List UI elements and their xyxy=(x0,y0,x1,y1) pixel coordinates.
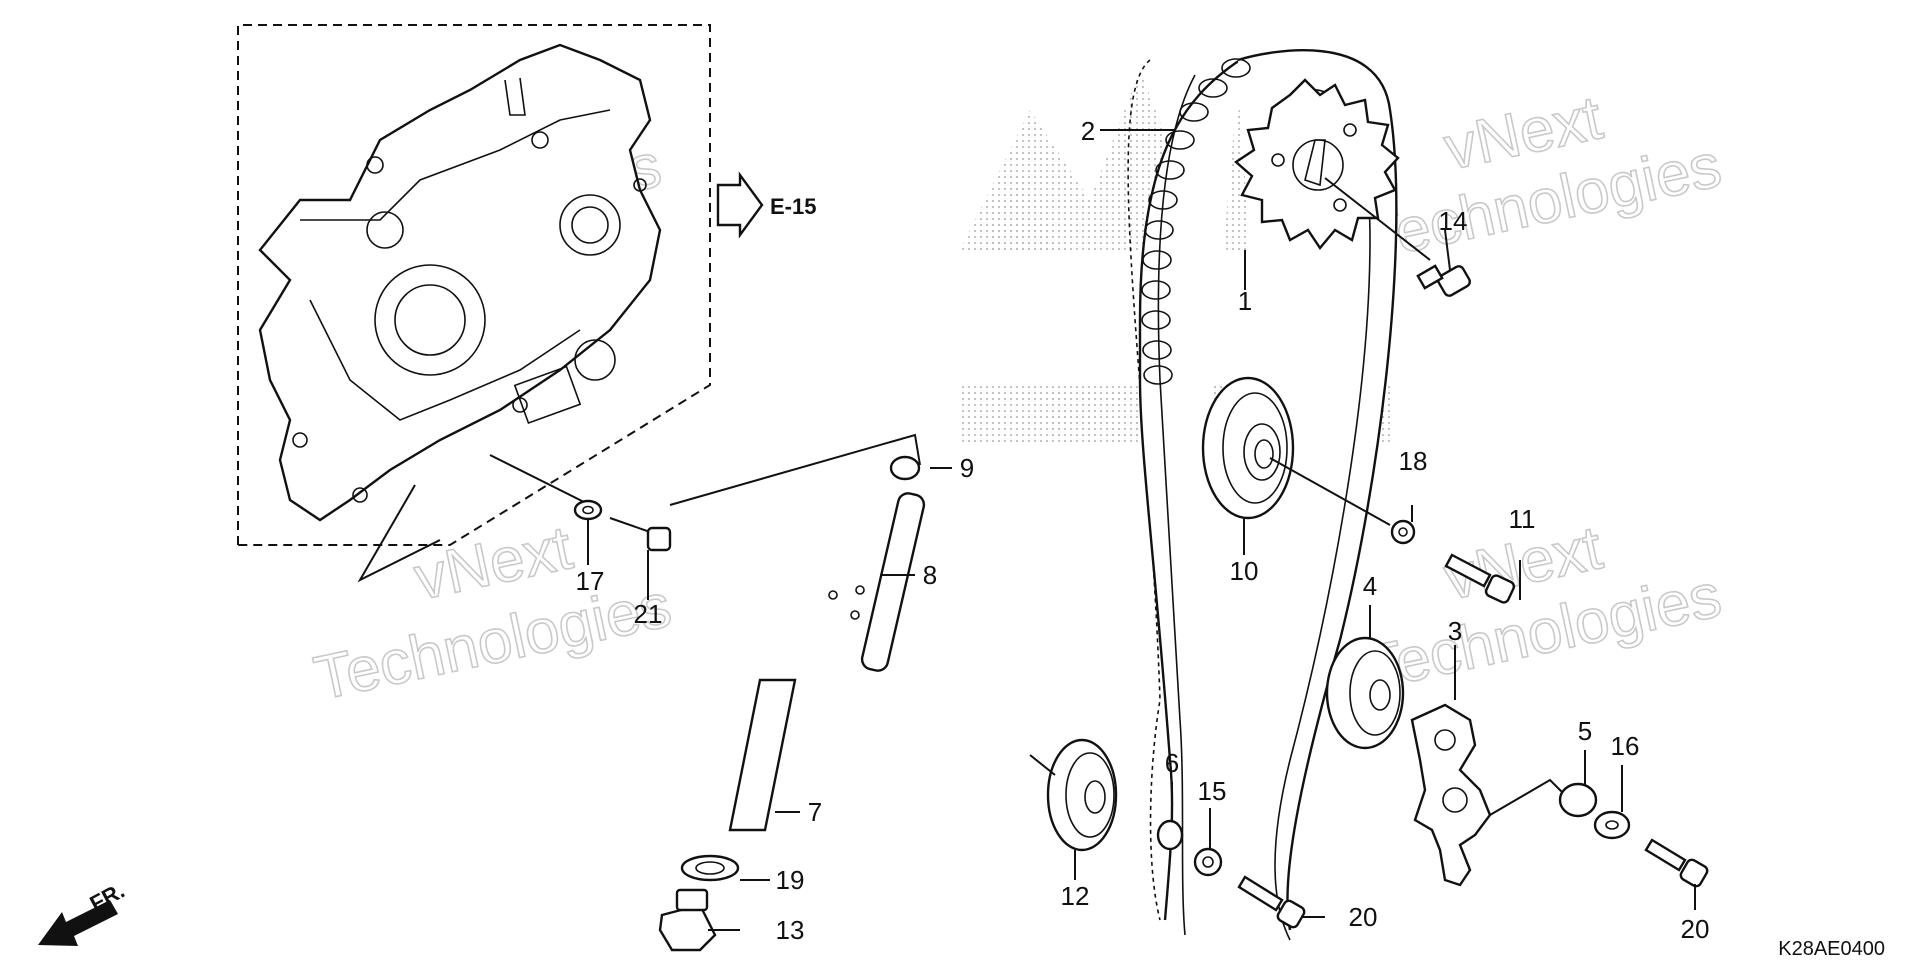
drawing-code: K28AE0400 xyxy=(1778,938,1885,960)
callout-2[interactable]: 2 xyxy=(1081,116,1095,146)
leader-lines xyxy=(708,129,1246,931)
part-5-16-20 xyxy=(1558,750,1709,910)
part-6-15-20 xyxy=(1156,782,1325,929)
callout-5[interactable]: 5 xyxy=(1578,716,1592,746)
callout-6[interactable]: 6 xyxy=(1165,748,1179,778)
crankcase xyxy=(237,24,711,583)
callout-3[interactable]: 3 xyxy=(1448,616,1462,646)
callout-17[interactable]: 17 xyxy=(576,566,605,596)
callout-16[interactable]: 16 xyxy=(1611,731,1640,761)
callout-4[interactable]: 4 xyxy=(1363,571,1377,601)
tensioner-slipper xyxy=(1410,645,1566,887)
callout-1[interactable]: 1 xyxy=(1238,286,1252,316)
leader-line xyxy=(669,433,921,506)
part-17-21 xyxy=(573,499,672,600)
front-indicator: FR. xyxy=(38,878,129,946)
callout-11[interactable]: 11 xyxy=(1509,504,1536,534)
callout-14[interactable]: 14 xyxy=(1439,206,1468,236)
cam-chain xyxy=(1127,49,1398,941)
section-ref-label[interactable]: E-15 xyxy=(770,194,816,219)
callout-20-right[interactable]: 20 xyxy=(1681,914,1710,944)
callout-20-lower[interactable]: 20 xyxy=(1349,902,1378,932)
callout-12[interactable]: 12 xyxy=(1061,881,1090,911)
guide-roller xyxy=(1325,605,1405,750)
part-14-bolt xyxy=(1324,177,1471,297)
cam-sprocket xyxy=(1234,78,1400,251)
callout-8[interactable]: 8 xyxy=(923,560,937,590)
part-11-18 xyxy=(1411,505,1521,604)
section-ref: E-15 xyxy=(716,171,816,239)
tensioner-assembly xyxy=(658,455,926,952)
tensioner-roller xyxy=(1201,376,1416,555)
assembly-boundary xyxy=(237,24,711,546)
front-arrow-icon xyxy=(38,900,118,946)
callout-7[interactable]: 7 xyxy=(808,797,822,827)
callout-21[interactable]: 21 xyxy=(634,599,663,629)
section-ref-arrow-icon xyxy=(716,171,764,239)
callout-19[interactable]: 19 xyxy=(776,865,805,895)
chain-links xyxy=(1141,58,1251,385)
callout-18[interactable]: 18 xyxy=(1399,446,1428,476)
callout-15[interactable]: 15 xyxy=(1198,776,1227,806)
callouts: 1 2 3 4 5 6 7 8 9 10 11 12 13 14 15 16 1… xyxy=(576,116,1710,945)
callout-10[interactable]: 10 xyxy=(1230,556,1259,586)
lower-roller xyxy=(1029,738,1118,880)
callout-9[interactable]: 9 xyxy=(960,453,974,483)
callout-13[interactable]: 13 xyxy=(776,915,805,945)
